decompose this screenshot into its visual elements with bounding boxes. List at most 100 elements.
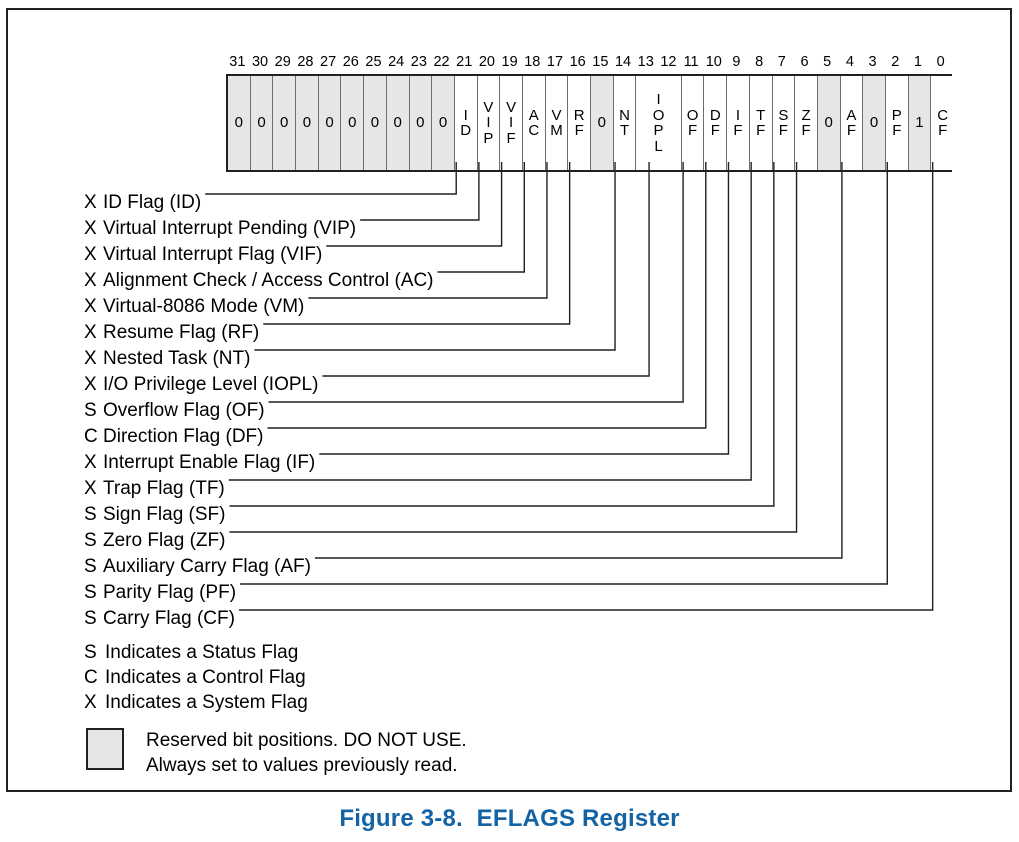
- bit-number-29: 29: [274, 54, 291, 70]
- register-cell-label-24: 0: [393, 114, 402, 132]
- flag-row-trap-flag-tf-: X Trap Flag (TF): [84, 476, 504, 502]
- register-cell-21: I D: [454, 76, 478, 170]
- flag-row-virtual-interrupt-pending-vip-: X Virtual Interrupt Pending (VIP): [84, 216, 504, 242]
- register-cell-14: N T: [613, 76, 637, 170]
- register-cell-22: 0: [432, 76, 455, 170]
- register-cell-2: P F: [885, 76, 909, 170]
- bit-number-12: 12: [660, 54, 677, 70]
- register-cell-9: I F: [727, 76, 750, 170]
- register-cell-16: R F: [568, 76, 591, 170]
- register-cell-29: 0: [273, 76, 297, 170]
- flag-label: Interrupt Enable Flag (IF): [103, 452, 316, 473]
- register-cell-10: D F: [704, 76, 728, 170]
- register-cell-26: 0: [341, 76, 365, 170]
- reserved-bits-note: Reserved bit positions. DO NOT USE. Alwa…: [86, 728, 467, 778]
- flag-kind: X: [84, 322, 97, 343]
- register-cell-4: A F: [840, 76, 864, 170]
- reserved-note-line-1: Reserved bit positions. DO NOT USE.: [146, 730, 467, 751]
- bit-number-11: 11: [683, 54, 699, 70]
- bit-number-14: 14: [614, 54, 632, 70]
- bit-number-10: 10: [705, 54, 722, 70]
- flag-row-resume-flag-rf-: X Resume Flag (RF): [84, 320, 504, 346]
- bit-number-2: 2: [891, 54, 900, 70]
- bit-number-23: 23: [410, 54, 427, 70]
- register-cell-8: T F: [749, 76, 773, 170]
- flag-label: I/O Privilege Level (IOPL): [103, 374, 319, 395]
- bit-number-9: 9: [732, 54, 741, 70]
- register-cell-label-22: 0: [438, 114, 448, 132]
- bit-number-24: 24: [388, 54, 405, 70]
- flag-label: Trap Flag (TF): [103, 478, 225, 499]
- flag-kind: S: [84, 582, 97, 603]
- bit-number-28: 28: [297, 54, 314, 70]
- register-cell-label-27: 0: [325, 114, 334, 132]
- register-cell-15: 0: [591, 76, 614, 170]
- register-cell-label-25: 0: [370, 114, 380, 132]
- register-cell-label-23: 0: [416, 114, 425, 132]
- bit-number-3: 3: [868, 54, 877, 70]
- register-cell-18: A C: [522, 76, 546, 170]
- key-label: Indicates a System Flag: [105, 692, 308, 713]
- bit-number-19: 19: [501, 54, 518, 70]
- register-cell-label-1: 1: [915, 114, 924, 132]
- register-cell-label-19: V I F: [506, 98, 517, 147]
- reserved-swatch: [86, 728, 124, 770]
- register-cell-3: 0: [863, 76, 886, 170]
- register-cell-label-2: P F: [891, 106, 902, 139]
- register-cell-24: 0: [386, 76, 410, 170]
- flag-label: Resume Flag (RF): [103, 322, 260, 343]
- flag-kind: X: [84, 296, 97, 317]
- flag-label: Zero Flag (ZF): [103, 530, 226, 551]
- flag-kind: X: [84, 218, 97, 239]
- key-kind: X: [84, 692, 97, 713]
- flag-label: Carry Flag (CF): [103, 608, 235, 629]
- flag-kind: C: [84, 426, 98, 447]
- register-cell-6: Z F: [795, 76, 818, 170]
- register-cell-label-0: C F: [937, 106, 949, 139]
- bit-number-0: 0: [936, 54, 945, 70]
- register-cell-label-29: 0: [280, 114, 289, 132]
- register-cell-28: 0: [296, 76, 319, 170]
- flag-kind: X: [84, 192, 97, 213]
- flag-kind: X: [84, 374, 97, 395]
- register-cell-label-26: 0: [348, 114, 357, 132]
- register-cell-label-7: S F: [778, 106, 789, 139]
- bit-number-21: 21: [456, 54, 473, 70]
- bit-number-15: 15: [592, 54, 609, 70]
- register-cell-7: S F: [772, 76, 796, 170]
- register-cell-label-15: 0: [597, 114, 607, 132]
- flag-label: Virtual Interrupt Pending (VIP): [103, 218, 357, 239]
- bit-number-5: 5: [823, 54, 832, 70]
- flag-label: Virtual Interrupt Flag (VIF): [103, 244, 323, 265]
- key-row-X: X Indicates a System Flag: [84, 690, 308, 715]
- register-cell-label-31: 0: [234, 114, 244, 132]
- flag-label: Direction Flag (DF): [103, 426, 264, 447]
- bit-number-4: 4: [845, 54, 854, 70]
- bit-number-8: 8: [755, 54, 764, 70]
- key-kind: S: [84, 642, 97, 663]
- flag-kind: S: [84, 400, 97, 421]
- register-cell-label-20: V I P: [483, 98, 494, 147]
- flag-label: Alignment Check / Access Control (AC): [103, 270, 434, 291]
- bit-number-31: 31: [229, 54, 246, 70]
- bit-number-7: 7: [777, 54, 786, 70]
- bit-number-20: 20: [478, 54, 495, 70]
- key-label: Indicates a Control Flag: [105, 667, 306, 688]
- flag-kind: S: [84, 556, 97, 577]
- register-cell-19: V I F: [500, 76, 523, 170]
- flag-kind: X: [84, 478, 97, 499]
- flag-label: Nested Task (NT): [103, 348, 251, 369]
- flag-label: Auxiliary Carry Flag (AF): [103, 556, 311, 577]
